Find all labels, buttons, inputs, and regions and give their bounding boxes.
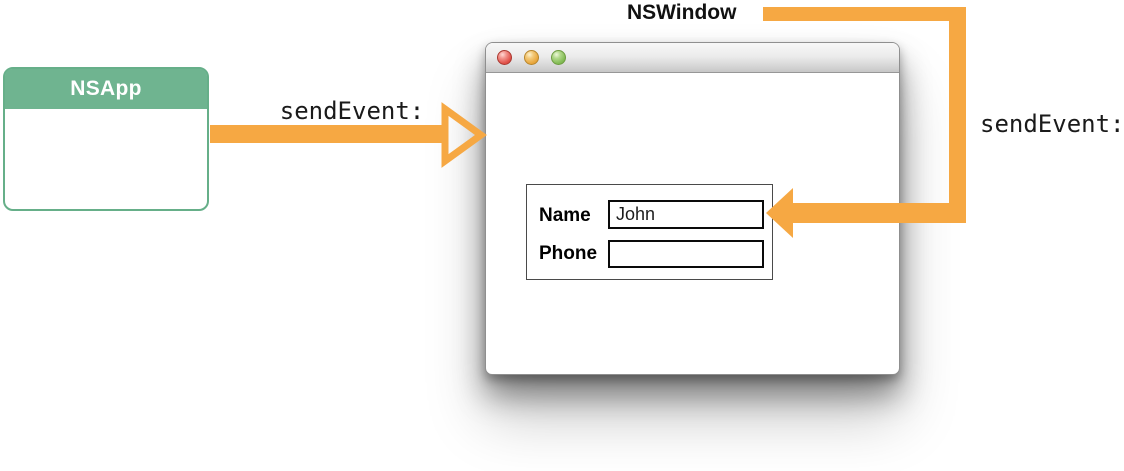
- name-input[interactable]: [608, 200, 764, 229]
- zoom-button-icon[interactable]: [551, 50, 566, 65]
- nsapp-class-box: NSApp: [3, 67, 209, 211]
- sendevent-label-left: sendEvent:: [279, 97, 425, 125]
- close-button-icon[interactable]: [497, 50, 512, 65]
- name-field-label: Name: [539, 205, 591, 226]
- macos-window: Name Phone: [485, 42, 900, 375]
- window-title-bar[interactable]: [486, 43, 899, 73]
- phone-input[interactable]: [608, 240, 764, 268]
- contact-form: Name Phone: [526, 184, 773, 280]
- nswindow-label: NSWindow: [627, 1, 737, 24]
- sendevent-label-right: sendEvent:: [980, 110, 1124, 138]
- phone-field-label: Phone: [539, 243, 598, 264]
- minimize-button-icon[interactable]: [524, 50, 539, 65]
- nsapp-title: NSApp: [5, 69, 207, 109]
